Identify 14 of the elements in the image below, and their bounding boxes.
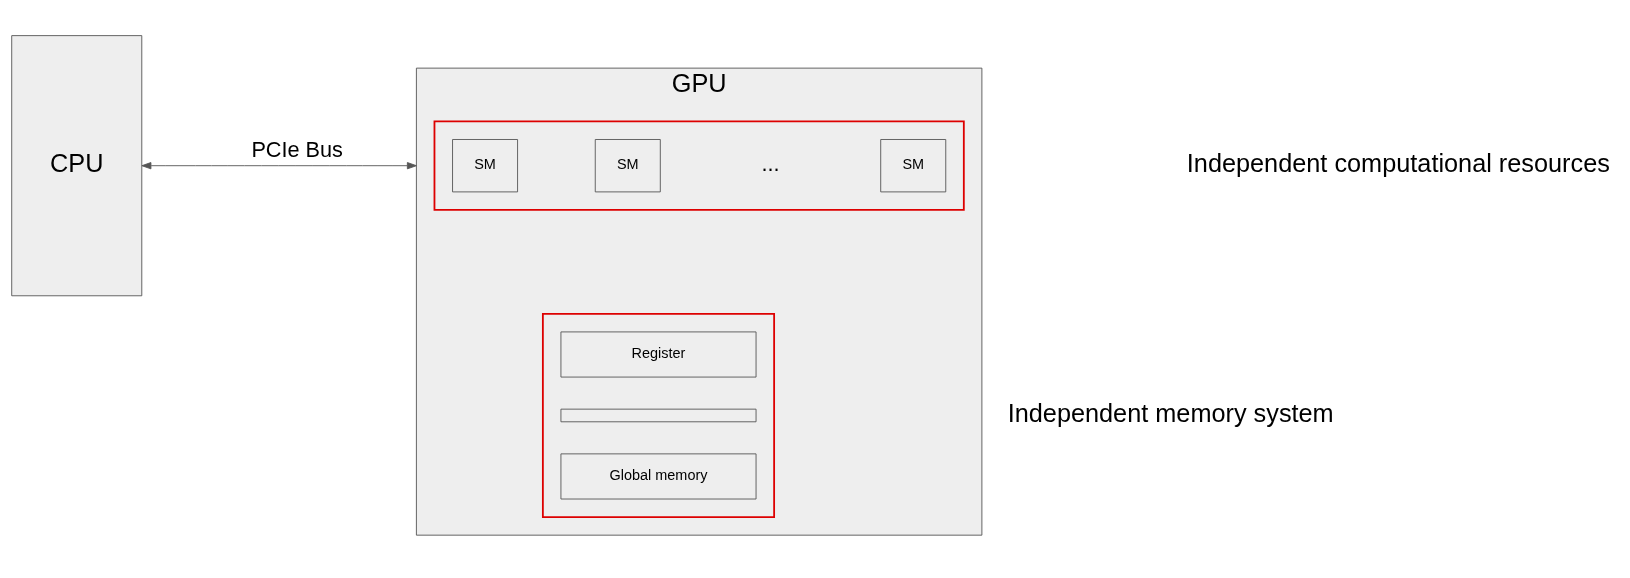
node-box — [560, 408, 757, 423]
node-box: SM — [594, 139, 661, 193]
edge-label: PCIe Bus — [251, 136, 343, 162]
node-box: SM — [880, 139, 947, 193]
cluster — [433, 120, 965, 211]
cluster — [541, 312, 776, 518]
label: ... — [761, 151, 780, 177]
node-box: CPU — [11, 35, 143, 297]
label: Independent computational resources — [1186, 148, 1610, 177]
arrow — [141, 162, 417, 170]
node-box: Global memory — [560, 453, 757, 500]
node-box: SM — [452, 139, 519, 193]
node-box: Register — [560, 331, 757, 378]
label: Independent memory system — [1007, 398, 1334, 427]
